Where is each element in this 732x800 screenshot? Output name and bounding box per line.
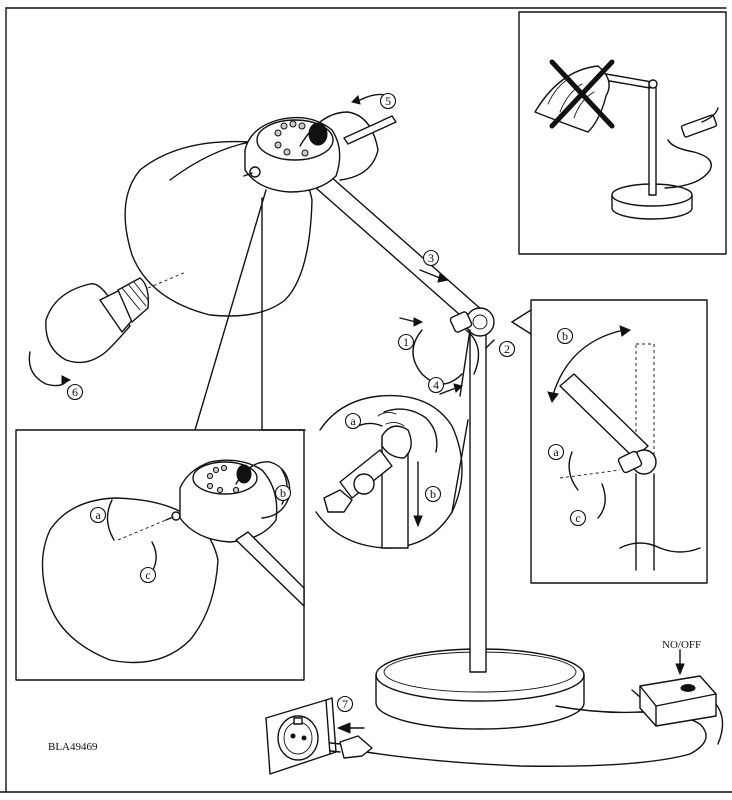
right-inset-letter-a: a xyxy=(547,443,565,461)
joint-detail-letter-b: b xyxy=(424,485,442,503)
left-inset-letter-a: a xyxy=(89,506,107,524)
step-number-3: 3 xyxy=(422,249,440,267)
inline-switch-icon xyxy=(680,114,718,138)
arm-adjust-inset xyxy=(511,299,708,584)
svg-text:1: 1 xyxy=(403,335,409,349)
right-inset-letter-b: b xyxy=(556,327,574,345)
direction-arrows xyxy=(28,93,685,734)
joint-detail-letter-a: a xyxy=(344,412,362,430)
shade-adjust-inset xyxy=(15,429,305,681)
left-inset-letter-c: c xyxy=(139,566,157,584)
step-number-1: 1 xyxy=(397,333,415,351)
step-number-5: 5 xyxy=(379,92,397,110)
right-inset-letter-c: c xyxy=(569,509,587,527)
svg-text:b: b xyxy=(430,487,436,501)
step-number-4: 4 xyxy=(427,376,445,394)
wall-socket-icon xyxy=(265,697,337,775)
svg-text:2: 2 xyxy=(504,342,510,356)
svg-text:a: a xyxy=(350,414,356,428)
socket-holes xyxy=(274,120,309,157)
svg-text:c: c xyxy=(145,568,150,582)
svg-text:b: b xyxy=(280,486,286,500)
svg-text:a: a xyxy=(95,508,101,522)
step-number-2: 2 xyxy=(498,340,516,358)
step-number-6: 6 xyxy=(66,383,84,401)
model-code: BLA49469 xyxy=(48,741,98,753)
svg-text:4: 4 xyxy=(433,378,439,392)
svg-text:7: 7 xyxy=(342,697,348,711)
main-lamp xyxy=(45,111,585,730)
switch-label: NO/OFF xyxy=(662,639,701,651)
svg-text:6: 6 xyxy=(72,385,78,399)
inline-switch-icon xyxy=(639,675,717,727)
svg-text:a: a xyxy=(553,445,559,459)
warning-inset xyxy=(518,11,727,255)
svg-text:3: 3 xyxy=(428,251,434,265)
svg-text:c: c xyxy=(575,511,580,525)
svg-text:b: b xyxy=(562,329,568,343)
prohibited-cover-cross-icon xyxy=(549,59,615,129)
step-number-7: 7 xyxy=(336,695,354,713)
bulb-icon xyxy=(45,271,187,364)
left-inset-letter-b: b xyxy=(274,484,292,502)
joint-detail xyxy=(315,329,471,549)
cable-and-plug xyxy=(265,675,724,775)
svg-text:5: 5 xyxy=(385,94,391,108)
